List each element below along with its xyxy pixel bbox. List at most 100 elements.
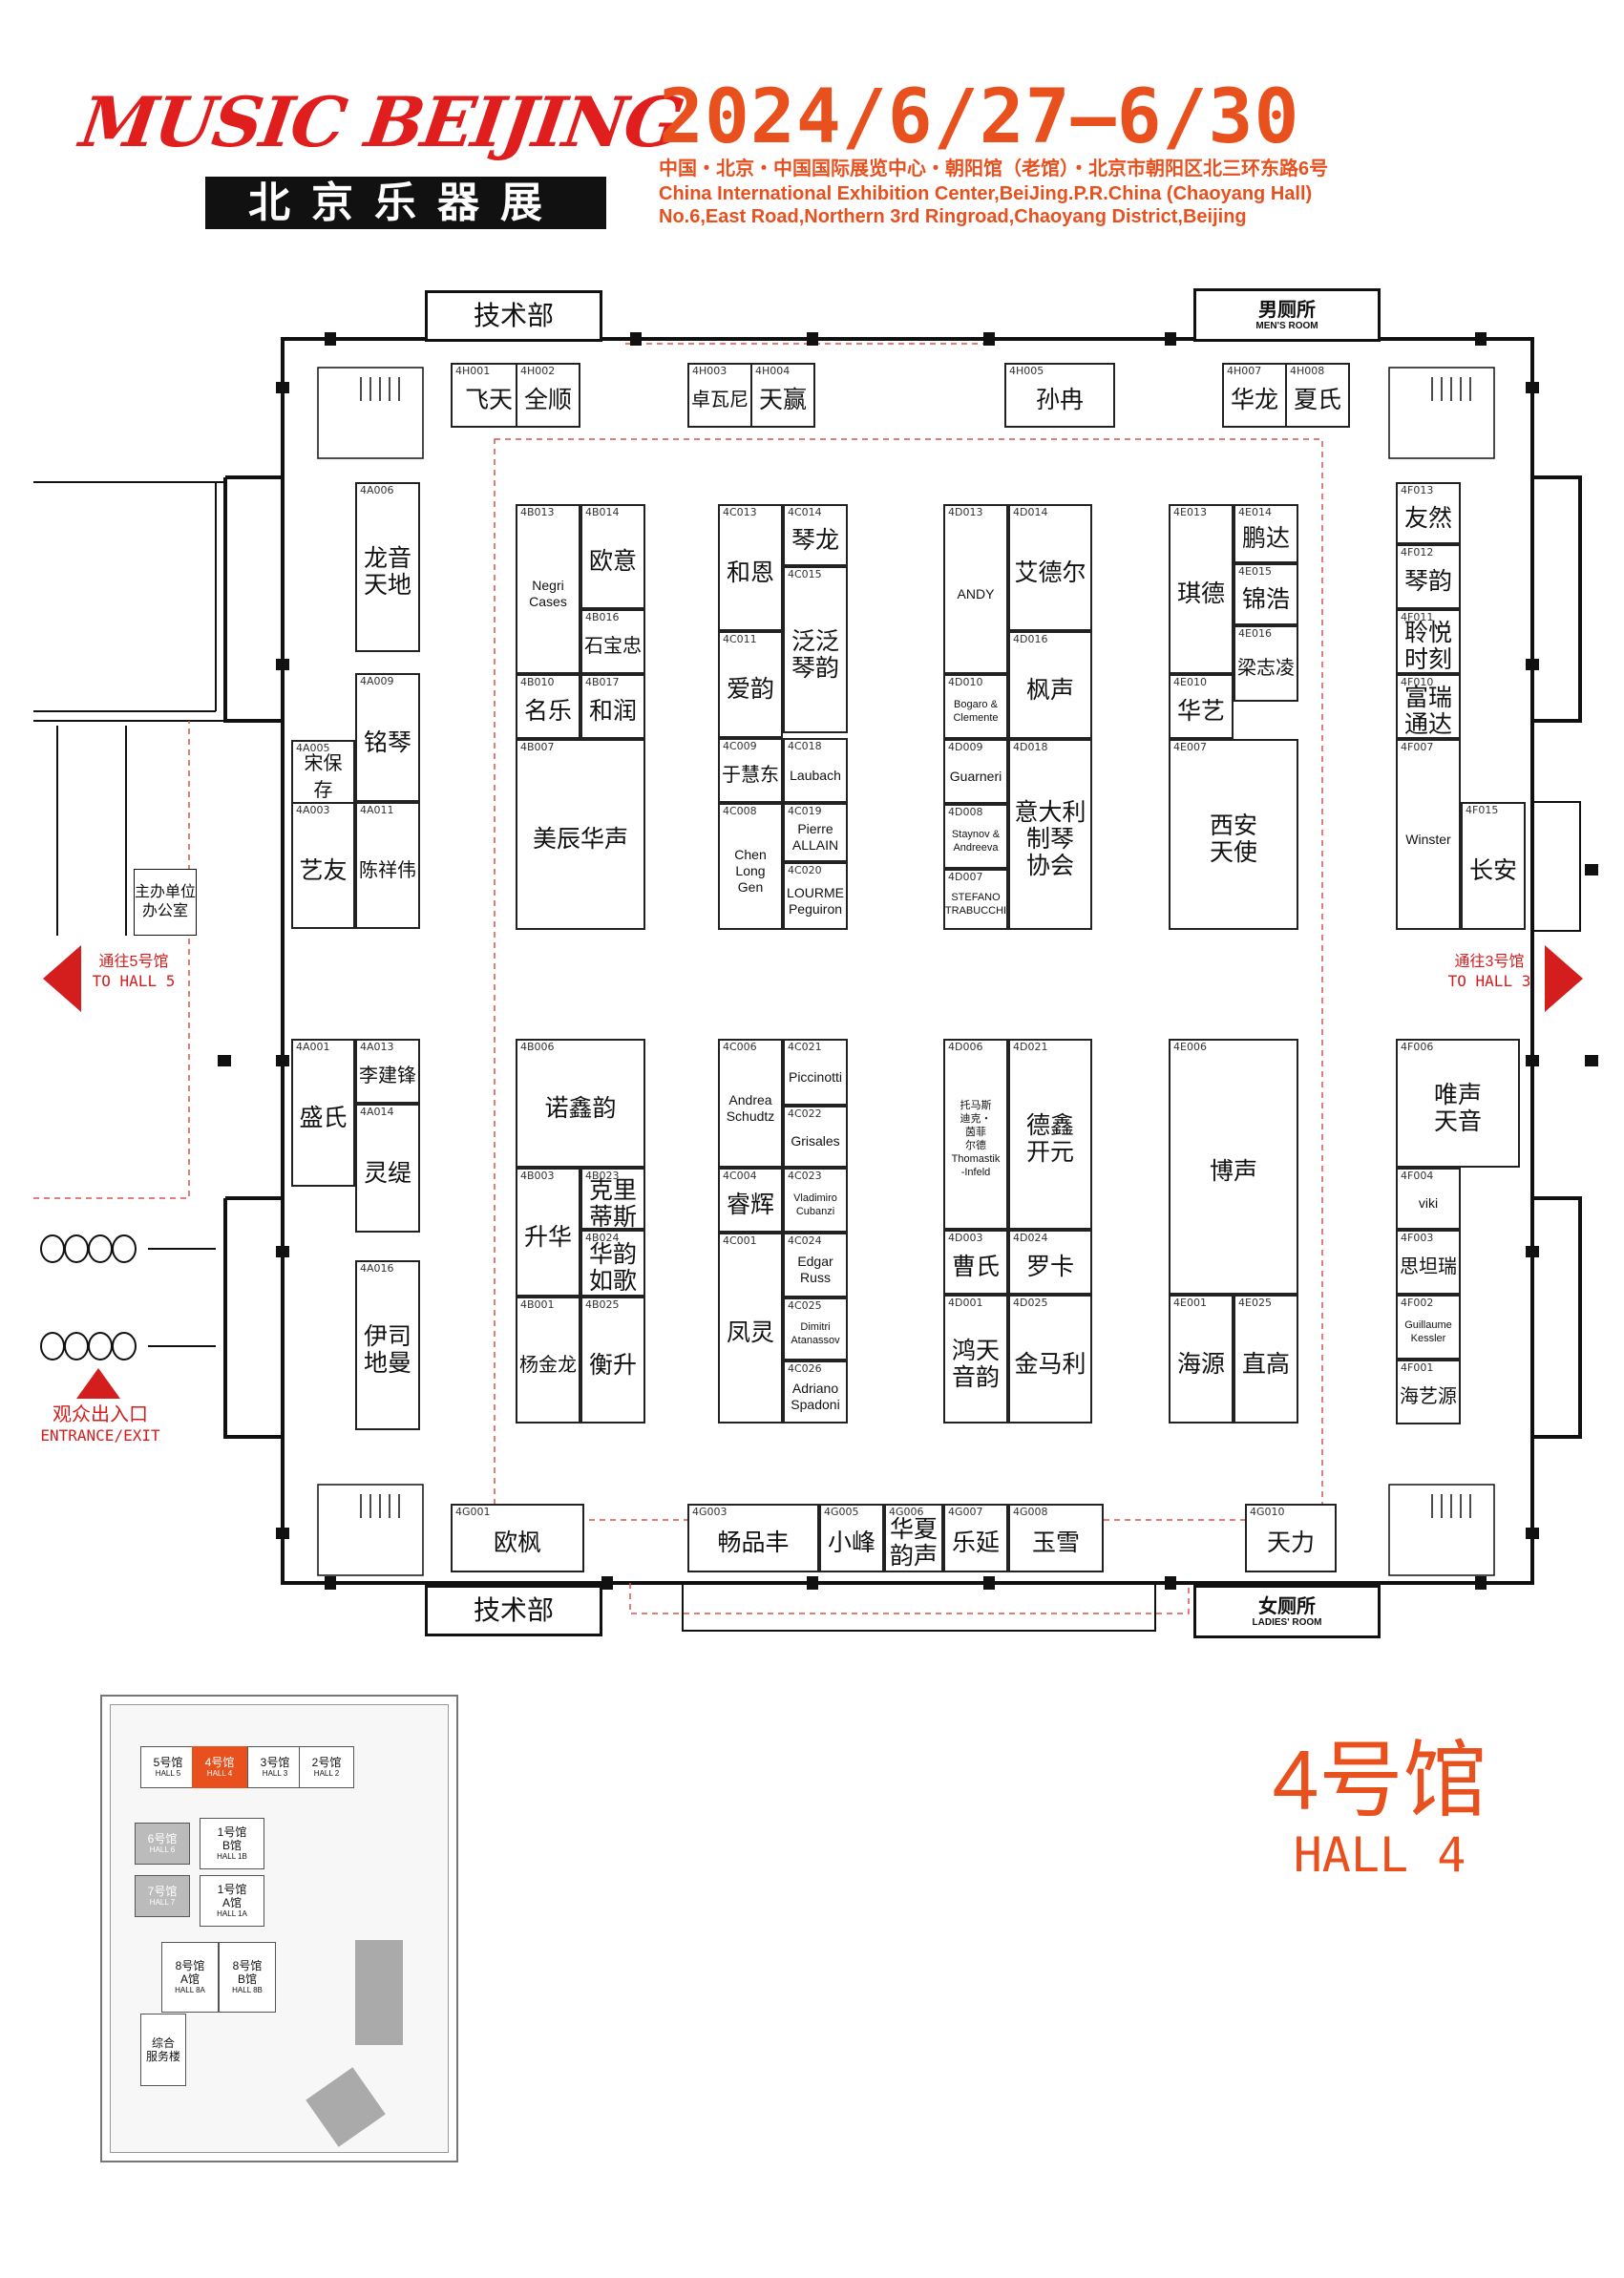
booth-name: 华韵 如歌: [588, 1241, 637, 1295]
booth-name: 诺鑫韵: [544, 1094, 617, 1122]
booth-id: 4C014: [788, 506, 822, 518]
minimap-hall-en: HALL 4: [206, 1769, 233, 1778]
booth-name: 思坦瑞: [1400, 1256, 1457, 1277]
booth-id: 4E014: [1238, 506, 1272, 518]
entrance-arrow-icon: [76, 1368, 120, 1399]
booth-name: Edgar Russ: [797, 1254, 833, 1285]
booth-id: 4H007: [1227, 365, 1262, 377]
booth-id: 4D001: [948, 1297, 983, 1309]
booth-id: 4E016: [1238, 627, 1272, 640]
booth-id: 4D010: [948, 676, 983, 688]
